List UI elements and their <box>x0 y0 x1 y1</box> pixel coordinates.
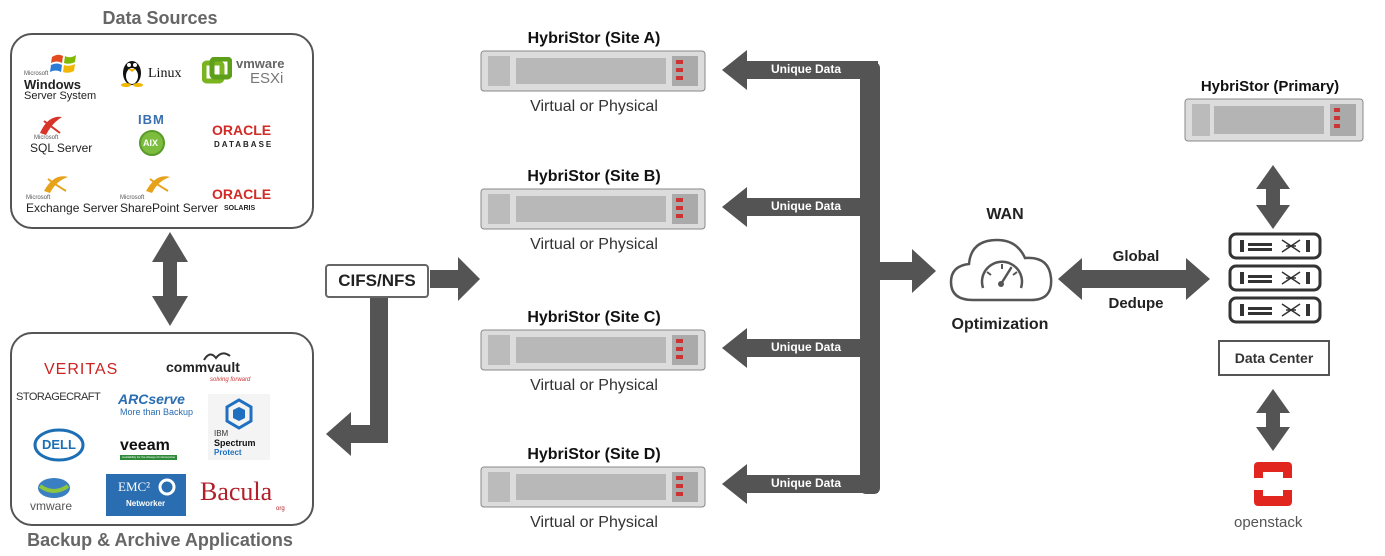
veritas-logo: VERITAS <box>44 361 119 378</box>
site-subtitle: Virtual or Physical <box>530 377 658 394</box>
cifs-nfs-label: CIFS/NFS <box>338 271 416 290</box>
unique-data-label: Unique Data <box>770 340 841 354</box>
vmware-esxi-icon <box>202 57 232 84</box>
server-stack-icon <box>1228 232 1322 324</box>
trunk-to-wan-arrow <box>870 249 936 293</box>
wan-caption: Optimization <box>951 316 1049 333</box>
site-title: HybriStor (Site A) <box>527 30 661 47</box>
backup-apps-box: VERITAS commvault solving forward STORAG… <box>10 332 314 526</box>
cifs-right-arrow <box>430 257 480 301</box>
wan-datacenter-double-arrow <box>1058 258 1210 300</box>
rack-server-icon <box>480 329 706 371</box>
rack-server-icon <box>480 50 706 92</box>
wan-title: WAN <box>986 206 1024 223</box>
site-server-image <box>480 466 706 513</box>
site-server-image <box>480 188 706 235</box>
site-server-image <box>480 329 706 376</box>
cloud-speedometer-icon <box>949 238 1053 302</box>
cifs-return-arrow <box>326 294 388 456</box>
site-title: HybriStor (Site D) <box>527 446 661 463</box>
data-center-label: Data Center <box>1234 350 1314 366</box>
site-subtitle: Virtual or Physical <box>530 514 658 531</box>
unique-data-label: Unique Data <box>770 199 841 213</box>
site-subtitle: Virtual or Physical <box>530 236 658 253</box>
backup-apps-heading: Backup & Archive Applications <box>27 530 293 550</box>
primary-server-image <box>1184 98 1364 147</box>
openstack-wordmark: openstack <box>1234 514 1303 531</box>
spectrum-hexagon-icon <box>225 398 253 430</box>
commvault-mark-icon <box>203 352 231 361</box>
primary-datacenter-double-arrow <box>1256 165 1290 229</box>
branch-arrow-site-a <box>722 50 878 90</box>
branch-arrow-site-d <box>722 464 878 504</box>
vmware-globe-icon <box>38 478 70 498</box>
rack-server-icon <box>1184 98 1364 142</box>
unique-data-label: Unique Data <box>770 62 841 76</box>
data-sources-heading: Data Sources <box>102 8 218 28</box>
data-center-box: Data Center <box>1218 340 1330 376</box>
openstack-logo <box>1254 462 1292 506</box>
sharepoint-icon <box>146 176 170 193</box>
unique-data-label: Unique Data <box>770 476 841 490</box>
dedupe-label: Dedupe <box>1108 295 1164 312</box>
storagecraft-logo: STORAGECRAFT <box>16 391 101 403</box>
site-title: HybriStor (Site B) <box>527 168 661 185</box>
sql-server-icon <box>40 116 62 135</box>
tux-penguin-icon <box>121 61 143 87</box>
primary-title: HybriStor (Primary) <box>1200 78 1340 95</box>
data-sources-box: Microsoft Windows Server System Linux vm… <box>10 33 314 229</box>
vertical-double-arrow-left <box>152 232 188 326</box>
cifs-nfs-box: CIFS/NFS <box>325 264 429 298</box>
site-title: HybriStor (Site C) <box>527 309 661 326</box>
rack-server-icon <box>480 466 706 508</box>
dell-ring-icon <box>33 428 85 462</box>
windows-flag-icon <box>50 54 76 73</box>
datacenter-openstack-double-arrow <box>1256 389 1290 451</box>
rack-server-icon <box>480 188 706 230</box>
emc-networker-logo: EMC² Networker <box>106 474 186 516</box>
branch-arrow-site-b <box>722 187 878 227</box>
global-label: Global <box>1112 248 1160 265</box>
ibm-spectrum-protect-logo: IBM Spectrum Protect <box>208 394 270 460</box>
site-subtitle: Virtual or Physical <box>530 98 658 115</box>
aix-badge-icon <box>139 130 165 156</box>
exchange-icon <box>44 176 68 193</box>
dell-logo: DELL <box>32 428 86 462</box>
branch-arrow-site-c <box>722 328 878 368</box>
emc-ring-icon <box>158 478 176 496</box>
site-server-image <box>480 50 706 97</box>
